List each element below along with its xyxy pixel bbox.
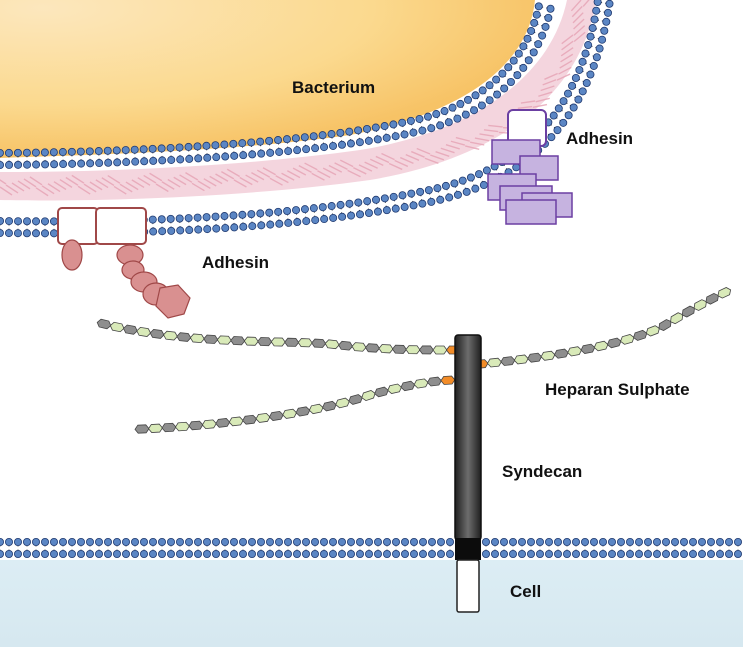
- heparan-sulphate-chains: [96, 286, 732, 433]
- adhesin-left: [58, 208, 190, 318]
- syndecan-label: Syndecan: [502, 462, 582, 482]
- host-cell-body: [0, 560, 743, 647]
- adhesin-right-label: Adhesin: [566, 129, 633, 149]
- heparan-sulphate-label: Heparan Sulphate: [545, 380, 690, 400]
- cell-label: Cell: [510, 582, 541, 602]
- cell-membrane: [0, 538, 742, 557]
- bacterium-label: Bacterium: [292, 78, 375, 98]
- adhesin-left-label: Adhesin: [202, 253, 269, 273]
- syndecan-core-protein: [455, 335, 481, 612]
